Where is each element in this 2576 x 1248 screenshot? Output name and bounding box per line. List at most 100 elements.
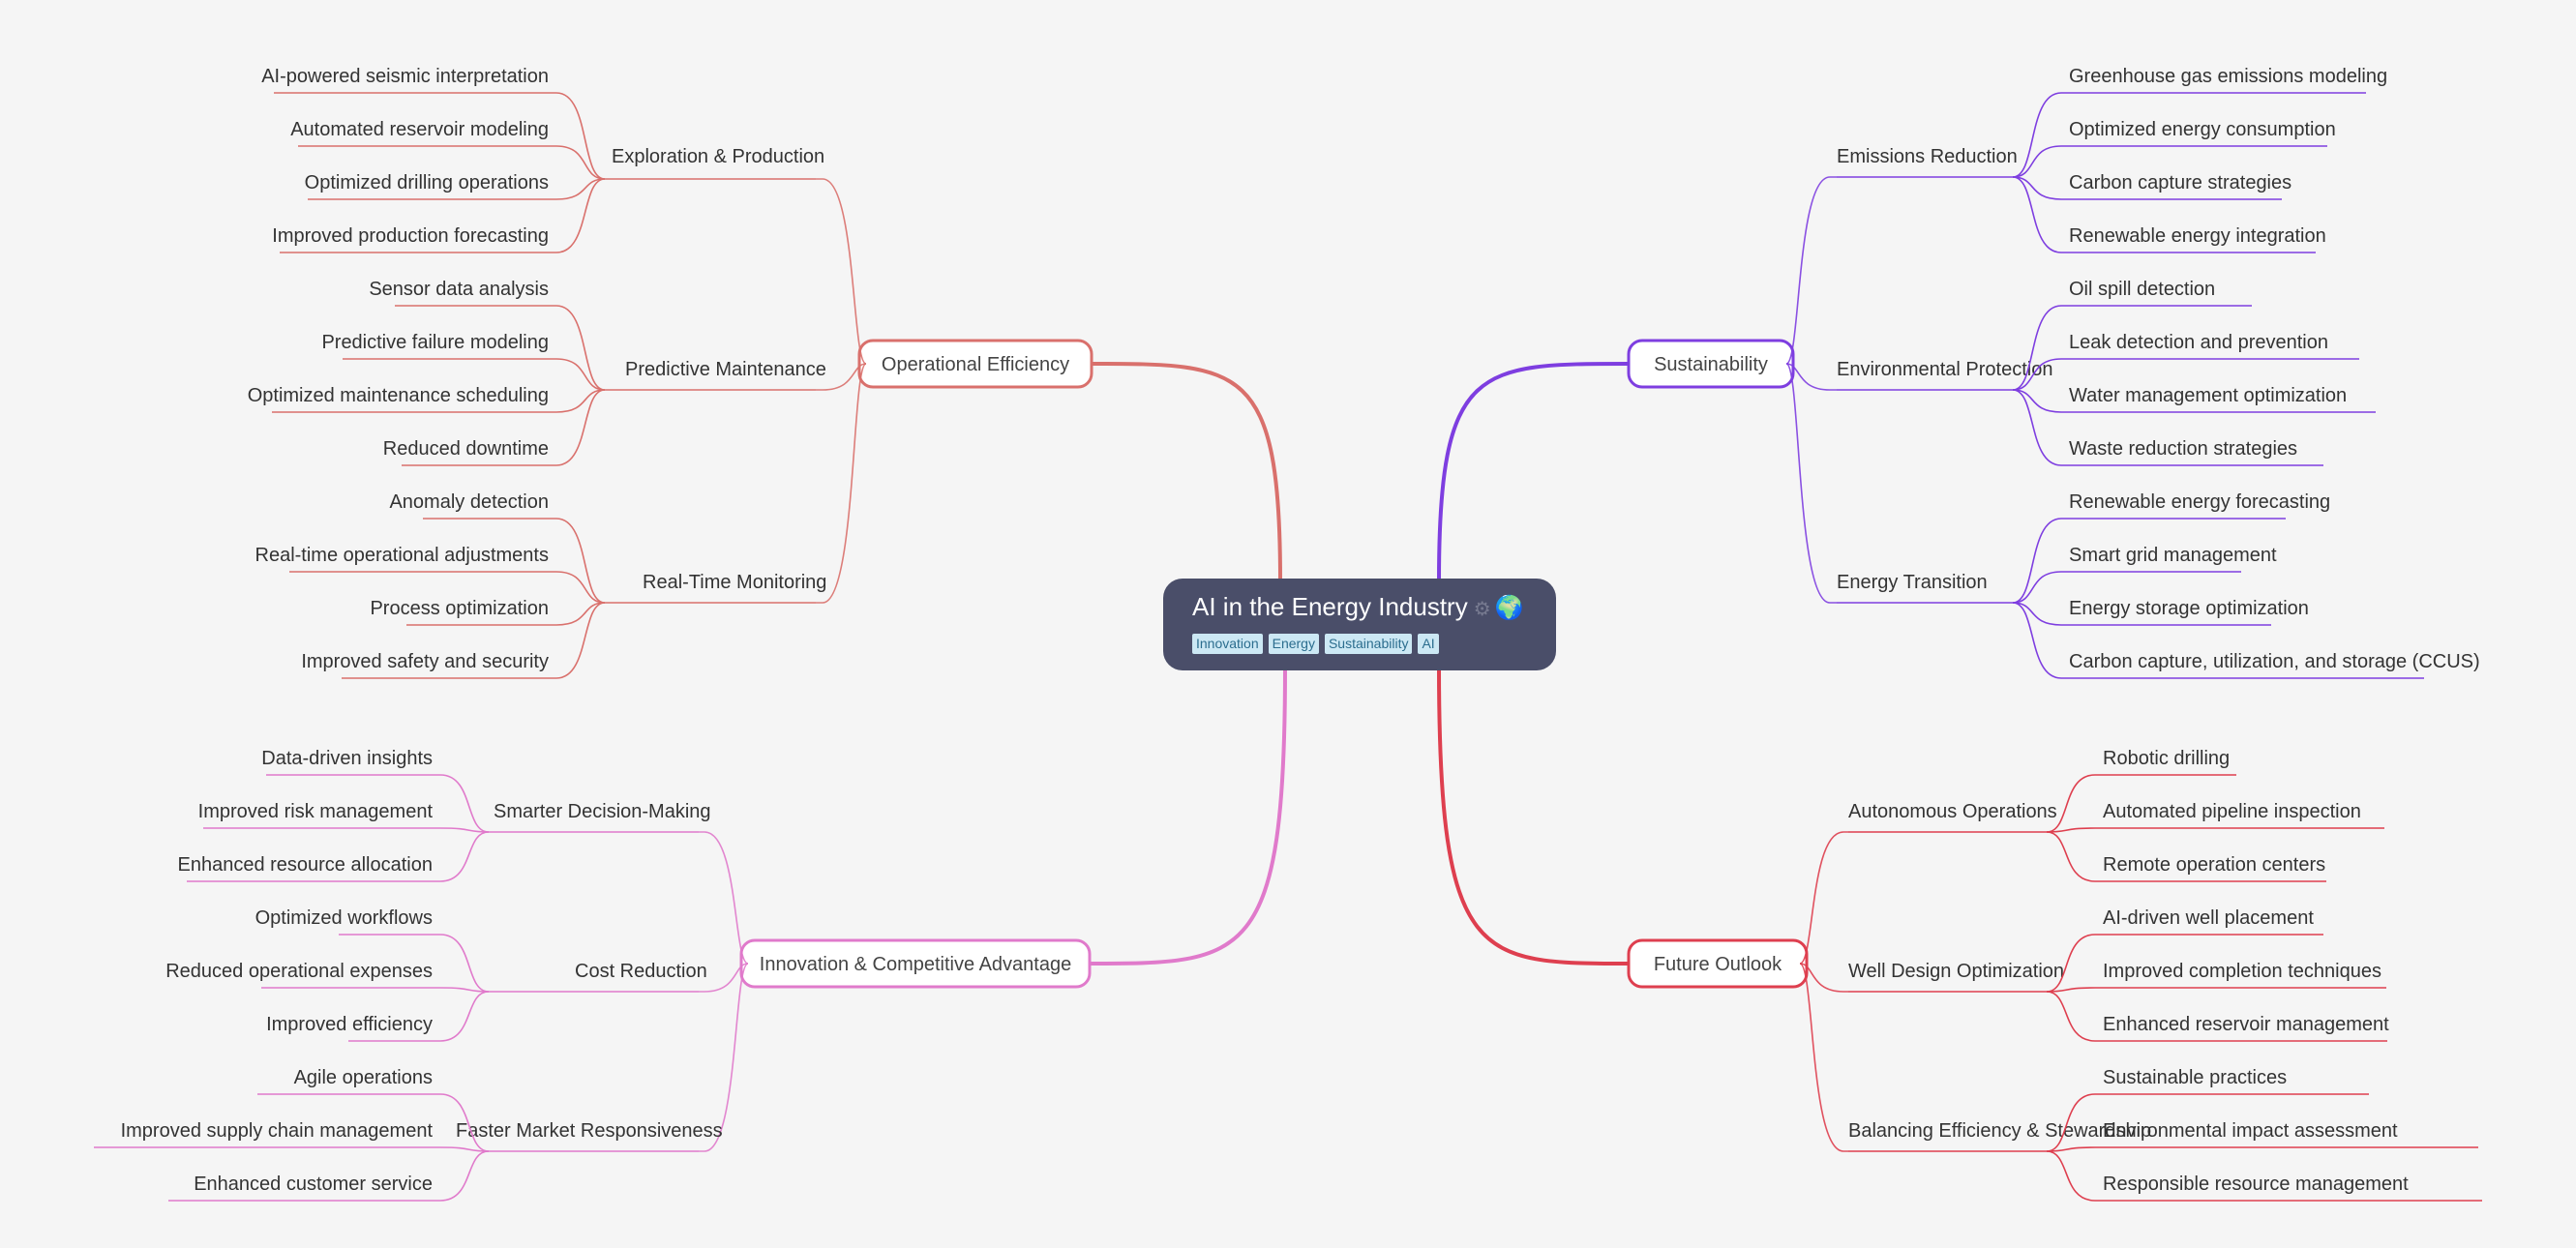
leaf-connector-optimized-maintenance-scheduling bbox=[272, 389, 606, 413]
leaf-reduced-operational-expenses[interactable]: Reduced operational expenses bbox=[165, 961, 433, 982]
leaf-renewable-energy-forecasting[interactable]: Renewable energy forecasting bbox=[2069, 491, 2330, 513]
leaf-connector-carbon-capture-utilization-and-storage-ccus bbox=[2012, 602, 2424, 679]
leaf-smart-grid-management[interactable]: Smart grid management bbox=[2069, 545, 2277, 566]
group-label-predictive-maintenance[interactable]: Predictive Maintenance bbox=[625, 359, 826, 380]
leaf-remote-operation-centers[interactable]: Remote operation centers bbox=[2103, 854, 2325, 876]
leaf-connector-improved-supply-chain-management bbox=[94, 1146, 490, 1152]
leaf-water-management-optimization[interactable]: Water management optimization bbox=[2069, 385, 2347, 406]
globe-icon: 🌍 bbox=[1494, 595, 1524, 621]
leaf-process-optimization[interactable]: Process optimization bbox=[370, 598, 549, 619]
group-connector-emissions-reduction bbox=[1785, 176, 1837, 365]
leaf-connector-process-optimization bbox=[406, 602, 606, 626]
leaf-data-driven-insights[interactable]: Data-driven insights bbox=[261, 748, 433, 769]
leaf-improved-supply-chain-management[interactable]: Improved supply chain management bbox=[121, 1120, 434, 1142]
tag-sustainability[interactable]: Sustainability bbox=[1324, 634, 1413, 654]
group-label-well-design-optimization[interactable]: Well Design Optimization bbox=[1848, 961, 2064, 982]
leaf-optimized-drilling-operations[interactable]: Optimized drilling operations bbox=[305, 172, 549, 193]
leaf-leak-detection-and-prevention[interactable]: Leak detection and prevention bbox=[2069, 332, 2328, 353]
leaf-enhanced-resource-allocation[interactable]: Enhanced resource allocation bbox=[177, 854, 433, 876]
branch-node-innovation-and-competitive-advantage[interactable]: Innovation & Competitive Advantage bbox=[739, 938, 1092, 989]
group-label-energy-transition[interactable]: Energy Transition bbox=[1837, 572, 1988, 593]
leaf-carbon-capture-utilization-and-storage-ccus[interactable]: Carbon capture, utilization, and storage… bbox=[2069, 651, 2480, 672]
group-connector-smarter-decision-making bbox=[699, 831, 749, 965]
leaf-connector-reduced-downtime bbox=[402, 389, 606, 466]
group-connector-autonomous-operations bbox=[1799, 831, 1848, 965]
leaf-improved-completion-techniques[interactable]: Improved completion techniques bbox=[2103, 961, 2381, 982]
branch-node-box-innovation-and-competitive-advantage bbox=[739, 938, 1092, 989]
leaf-carbon-capture-strategies[interactable]: Carbon capture strategies bbox=[2069, 172, 2291, 193]
group-connector-energy-transition bbox=[1785, 363, 1837, 604]
leaf-improved-safety-and-security[interactable]: Improved safety and security bbox=[301, 651, 549, 672]
leaf-optimized-energy-consumption[interactable]: Optimized energy consumption bbox=[2069, 119, 2336, 140]
leaf-ai-driven-well-placement[interactable]: AI-driven well placement bbox=[2103, 907, 2314, 929]
leaf-connector-automated-reservoir-modeling bbox=[298, 145, 606, 180]
leaf-improved-risk-management[interactable]: Improved risk management bbox=[198, 801, 434, 822]
tag-innovation[interactable]: Innovation bbox=[1192, 634, 1263, 654]
branch-node-sustainability[interactable]: Sustainability bbox=[1627, 339, 1795, 389]
leaf-anomaly-detection[interactable]: Anomaly detection bbox=[389, 491, 549, 513]
leaf-sensor-data-analysis[interactable]: Sensor data analysis bbox=[369, 279, 549, 300]
leaf-automated-pipeline-inspection[interactable]: Automated pipeline inspection bbox=[2103, 801, 2361, 822]
branch-label-sustainability: Sustainability bbox=[1654, 354, 1768, 375]
leaf-connector-robotic-drilling bbox=[2046, 774, 2236, 833]
leaf-connector-optimized-energy-consumption bbox=[2012, 145, 2327, 178]
gear-icon[interactable]: ⚙ bbox=[1473, 599, 1491, 620]
tag-ai[interactable]: AI bbox=[1418, 634, 1439, 654]
leaf-connector-anomaly-detection bbox=[423, 518, 606, 604]
group-label-environmental-protection[interactable]: Environmental Protection bbox=[1837, 359, 2052, 380]
central-topic-node[interactable]: AI in the Energy Industry⚙🌍 Innovation E… bbox=[1163, 579, 1556, 670]
leaf-greenhouse-gas-emissions-modeling[interactable]: Greenhouse gas emissions modeling bbox=[2069, 66, 2387, 87]
group-label-emissions-reduction[interactable]: Emissions Reduction bbox=[1837, 146, 2018, 167]
branch-node-operational-efficiency[interactable]: Operational Efficiency bbox=[857, 339, 1093, 389]
leaf-oil-spill-detection[interactable]: Oil spill detection bbox=[2069, 279, 2215, 300]
connector-sustainability bbox=[1437, 362, 1630, 581]
leaf-improved-efficiency[interactable]: Improved efficiency bbox=[266, 1014, 433, 1035]
leaf-enhanced-reservoir-management[interactable]: Enhanced reservoir management bbox=[2103, 1014, 2389, 1035]
leaf-robotic-drilling[interactable]: Robotic drilling bbox=[2103, 748, 2230, 769]
group-label-autonomous-operations[interactable]: Autonomous Operations bbox=[1848, 801, 2057, 822]
leaf-improved-production-forecasting[interactable]: Improved production forecasting bbox=[272, 225, 549, 247]
leaf-connector-automated-pipeline-inspection bbox=[2046, 827, 2384, 833]
group-label-real-time-monitoring[interactable]: Real-Time Monitoring bbox=[643, 572, 826, 593]
central-topic-title: AI in the Energy Industry bbox=[1192, 592, 1468, 621]
leaf-predictive-failure-modeling[interactable]: Predictive failure modeling bbox=[321, 332, 549, 353]
leaf-connector-predictive-failure-modeling bbox=[343, 358, 606, 391]
leaf-connector-waste-reduction-strategies bbox=[2012, 389, 2323, 466]
tag-energy[interactable]: Energy bbox=[1268, 634, 1319, 654]
leaf-connector-improved-completion-techniques bbox=[2046, 987, 2386, 993]
group-label-cost-reduction[interactable]: Cost Reduction bbox=[575, 961, 707, 982]
group-label-exploration-and-production[interactable]: Exploration & Production bbox=[612, 146, 824, 167]
leaf-renewable-energy-integration[interactable]: Renewable energy integration bbox=[2069, 225, 2326, 247]
leaf-connector-optimized-workflows bbox=[339, 934, 490, 993]
leaf-connector-sensor-data-analysis bbox=[395, 305, 606, 391]
central-topic-title-row: AI in the Energy Industry⚙🌍 bbox=[1192, 590, 1556, 626]
connector-innovation-and-competitive-advantage bbox=[1089, 667, 1287, 966]
leaf-environmental-impact-assessment[interactable]: Environmental impact assessment bbox=[2103, 1120, 2398, 1142]
leaf-reduced-downtime[interactable]: Reduced downtime bbox=[383, 438, 549, 460]
leaf-connector-real-time-operational-adjustments bbox=[289, 571, 606, 604]
leaf-energy-storage-optimization[interactable]: Energy storage optimization bbox=[2069, 598, 2309, 619]
group-label-faster-market-responsiveness[interactable]: Faster Market Responsiveness bbox=[456, 1120, 723, 1142]
leaf-optimized-workflows[interactable]: Optimized workflows bbox=[255, 907, 433, 929]
group-label-balancing-efficiency-and-stewardship[interactable]: Balancing Efficiency & Stewardship bbox=[1848, 1120, 2151, 1142]
leaf-connector-renewable-energy-forecasting bbox=[2012, 518, 2286, 604]
leaf-agile-operations[interactable]: Agile operations bbox=[294, 1067, 433, 1088]
branch-node-future-outlook[interactable]: Future Outlook bbox=[1627, 938, 1809, 989]
group-label-smarter-decision-making[interactable]: Smarter Decision-Making bbox=[494, 801, 711, 822]
leaf-connector-carbon-capture-strategies bbox=[2012, 176, 2282, 200]
leaf-ai-powered-seismic-interpretation[interactable]: AI-powered seismic interpretation bbox=[261, 66, 549, 87]
leaf-sustainable-practices[interactable]: Sustainable practices bbox=[2103, 1067, 2287, 1088]
group-connector-exploration-and-production bbox=[816, 178, 867, 365]
leaf-connector-improved-efficiency bbox=[348, 991, 490, 1042]
leaf-waste-reduction-strategies[interactable]: Waste reduction strategies bbox=[2069, 438, 2297, 460]
leaf-responsible-resource-management[interactable]: Responsible resource management bbox=[2103, 1174, 2409, 1195]
leaf-connector-data-driven-insights bbox=[266, 774, 490, 833]
leaf-real-time-operational-adjustments[interactable]: Real-time operational adjustments bbox=[255, 545, 550, 566]
leaf-connector-smart-grid-management bbox=[2012, 571, 2241, 604]
leaf-optimized-maintenance-scheduling[interactable]: Optimized maintenance scheduling bbox=[248, 385, 549, 406]
leaf-connector-ai-powered-seismic-interpretation bbox=[274, 92, 606, 180]
leaf-enhanced-customer-service[interactable]: Enhanced customer service bbox=[194, 1174, 433, 1195]
group-connector-environmental-protection bbox=[1785, 363, 1837, 391]
leaf-automated-reservoir-modeling[interactable]: Automated reservoir modeling bbox=[290, 119, 549, 140]
